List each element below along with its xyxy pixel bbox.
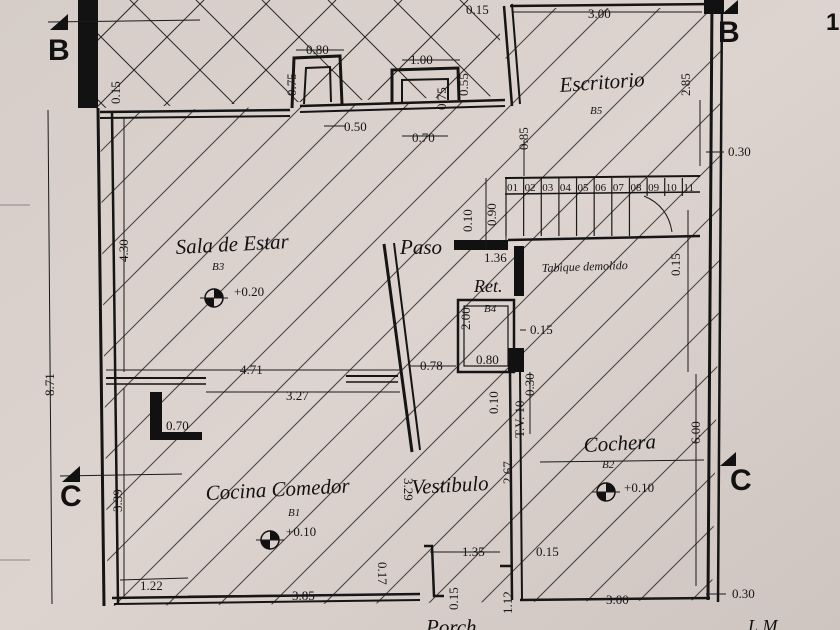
stair-step-number: 08 xyxy=(630,182,642,194)
stair-step-numbers: 01 02 03 04 05 06 07 08 09 10 11 xyxy=(507,182,694,194)
ret-closet xyxy=(456,298,516,374)
dim-430: 4.30 xyxy=(116,239,131,262)
stair-step-number: 02 xyxy=(525,182,536,194)
dim-tv10: T.V. 10 xyxy=(512,401,527,438)
dim-329: 3.29 xyxy=(401,478,416,501)
room-code-b2: B2 xyxy=(602,459,615,471)
room-vestibulo: Vestibulo xyxy=(411,471,489,499)
section-arrow-c-right xyxy=(720,452,736,466)
dim-112: 1.12 xyxy=(500,591,515,614)
section-mark-b-right: B xyxy=(718,16,740,49)
dim-300-bottom: 3.00 xyxy=(606,592,629,607)
section-mark-c-left: C xyxy=(60,480,82,513)
stair-step-number: 09 xyxy=(648,182,660,194)
corner-digit: 1 xyxy=(826,9,839,36)
dim-070-kitchen: 0.70 xyxy=(166,418,189,433)
stair-step-number: 07 xyxy=(613,182,625,194)
stair-step-number: 01 xyxy=(507,182,518,194)
stair-step-number: 05 xyxy=(578,182,590,194)
dim-030-ret: 0.30 xyxy=(522,373,537,396)
margin-lines xyxy=(0,204,30,561)
dim-385: 3.85 xyxy=(292,588,315,603)
dim-285: 2.85 xyxy=(678,73,693,96)
room-sala-de-estar: Sala de Estar xyxy=(175,229,290,259)
dim-600: 6.00 xyxy=(688,421,703,444)
dim-015-top: 0.15 xyxy=(466,2,489,17)
dim-030-bottom: 0.30 xyxy=(732,586,755,601)
stair-step-number: 06 xyxy=(595,182,607,194)
section-arrow-b-left xyxy=(50,14,68,30)
dim-075-b: 0.75 xyxy=(434,87,449,110)
tabique-stub xyxy=(514,246,524,296)
dim-078: 0.78 xyxy=(420,358,443,373)
dim-015-porch: 0.15 xyxy=(536,544,559,559)
dim-075-a: 0.75 xyxy=(284,73,299,96)
dim-030-right: 0.30 xyxy=(728,144,751,159)
room-code-b4: B4 xyxy=(484,303,497,315)
stair-step-number: 03 xyxy=(542,182,554,194)
dim-871: 8.71 xyxy=(42,373,57,396)
section-arrow-b-right xyxy=(722,0,738,14)
section-mark-b-left: B xyxy=(48,34,70,67)
section-mark-c-right: C xyxy=(730,464,752,497)
stair-step-number: 10 xyxy=(666,182,678,194)
room-code-b1: B1 xyxy=(288,507,300,519)
dim-015-right: 0.15 xyxy=(668,253,683,276)
dim-339: 3.39 xyxy=(110,489,125,512)
dim-471: 4.71 xyxy=(240,362,263,377)
stair-step-number: 11 xyxy=(683,182,694,194)
dim-122: 1.22 xyxy=(140,578,163,593)
dim-300-top: 3.00 xyxy=(588,6,611,21)
room-porch: Porch xyxy=(425,615,477,630)
dim-200: 2.00 xyxy=(458,307,473,330)
dim-085: 0.85 xyxy=(516,127,531,150)
dim-070-top: 0.70 xyxy=(412,130,435,145)
dim-055: 0.55 xyxy=(456,73,471,96)
column-left-top xyxy=(78,0,98,108)
dim-090: 0.90 xyxy=(484,203,499,226)
level-marker-sala xyxy=(200,288,228,308)
room-paso: Paso xyxy=(399,235,442,259)
dimension-labels: 0.15 3.00 0.80 1.00 0.75 0.75 0.55 0.50 … xyxy=(42,2,839,630)
walls xyxy=(47,0,726,607)
kitchen-counter xyxy=(150,392,202,440)
dim-267: 2.67 xyxy=(500,461,515,484)
room-escritorio: Escritorio xyxy=(558,67,646,97)
stair-step-number: 04 xyxy=(560,182,572,194)
paso-wall xyxy=(454,240,508,250)
level-cochera: +0.10 xyxy=(624,480,654,495)
dim-327: 3.27 xyxy=(286,388,309,403)
level-cocina: +0.10 xyxy=(286,524,316,539)
level-marker-cochera xyxy=(592,482,620,502)
level-sala: +0.20 xyxy=(234,284,264,299)
dim-010-ret: 0.10 xyxy=(486,391,501,414)
room-cochera: Cochera xyxy=(583,429,656,457)
note-tabique-demolido: Tabique demolido xyxy=(542,258,628,275)
label-lm: L.M. xyxy=(747,616,782,630)
dim-015-bottom: 0.15 xyxy=(446,587,461,610)
dim-136: 1.36 xyxy=(484,250,507,265)
dim-050: 0.50 xyxy=(344,119,367,134)
dim-015-left: 0.15 xyxy=(108,81,123,104)
section-arrow-c-left xyxy=(62,466,80,482)
dim-135: 1.35 xyxy=(462,544,485,559)
level-marker-cocina xyxy=(256,530,284,550)
dim-080: 0.80 xyxy=(306,42,329,57)
room-ret: Ret. xyxy=(473,276,503,296)
room-code-b5: B5 xyxy=(590,105,603,117)
dim-100: 1.00 xyxy=(410,52,433,67)
room-code-b3: B3 xyxy=(212,261,225,273)
dim-017: 0.17 xyxy=(375,562,390,585)
dim-080-ret: 0.80 xyxy=(476,352,499,367)
dim-015-ret: 0.15 xyxy=(530,322,553,337)
column-right-top xyxy=(704,0,724,14)
dim-010-stair: 0.10 xyxy=(460,209,475,232)
